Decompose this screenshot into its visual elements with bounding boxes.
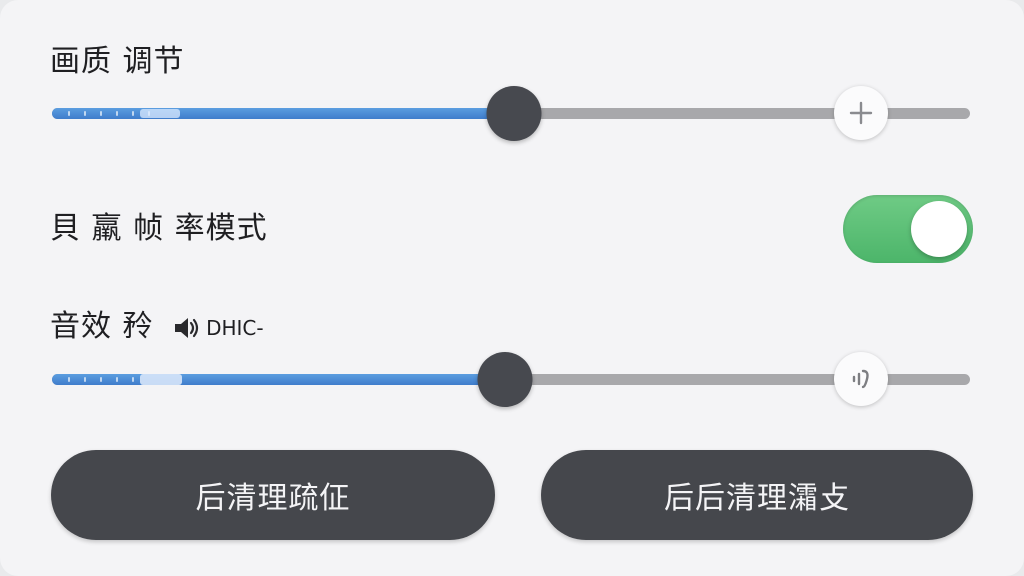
tick-mark (68, 377, 70, 382)
sound-slider-fill (52, 374, 505, 385)
frame-rate-mode-toggle[interactable] (843, 195, 973, 263)
tick-mark (84, 111, 86, 116)
quality-increase-button[interactable] (834, 86, 888, 140)
sound-slider[interactable] (52, 349, 970, 409)
tick-mark (132, 111, 134, 116)
sound-label-text: 音效 矝 (50, 309, 154, 344)
left-action-button[interactable]: 后清理疏佂 (51, 450, 495, 540)
tick-mark (100, 377, 102, 382)
sound-slider-thumb[interactable] (477, 352, 533, 407)
tick-mark (84, 377, 86, 382)
tick-mark (100, 111, 102, 116)
quality-slider-fill (52, 108, 514, 119)
quality-slider-ticks (68, 111, 150, 117)
quality-label: 画质 调节 (50, 44, 185, 79)
toggle-knob (911, 201, 967, 257)
frame-rate-mode-label: 貝 羸 帧 率模式 (50, 211, 268, 246)
tick-mark (116, 111, 118, 116)
quality-slider[interactable] (52, 83, 970, 143)
sound-extra-text: DHIC- (206, 315, 264, 340)
plus-icon (849, 101, 873, 125)
speaker-icon (175, 317, 199, 338)
quality-slider-thumb[interactable] (486, 86, 542, 141)
tick-mark (132, 377, 134, 382)
sound-slider-ticks (68, 377, 134, 383)
right-action-button[interactable]: 后后清理灀攴 (541, 450, 973, 540)
sound-wave-icon (852, 369, 869, 389)
sound-label: 音效 矝 DHIC- (50, 307, 264, 348)
sound-slider-highlight (140, 374, 182, 385)
sound-wave-button[interactable] (834, 352, 888, 406)
sound-label-extra: DHIC- (172, 308, 264, 348)
tick-mark (68, 111, 70, 116)
tick-mark (116, 377, 118, 382)
quality-slider-highlight (140, 109, 180, 118)
